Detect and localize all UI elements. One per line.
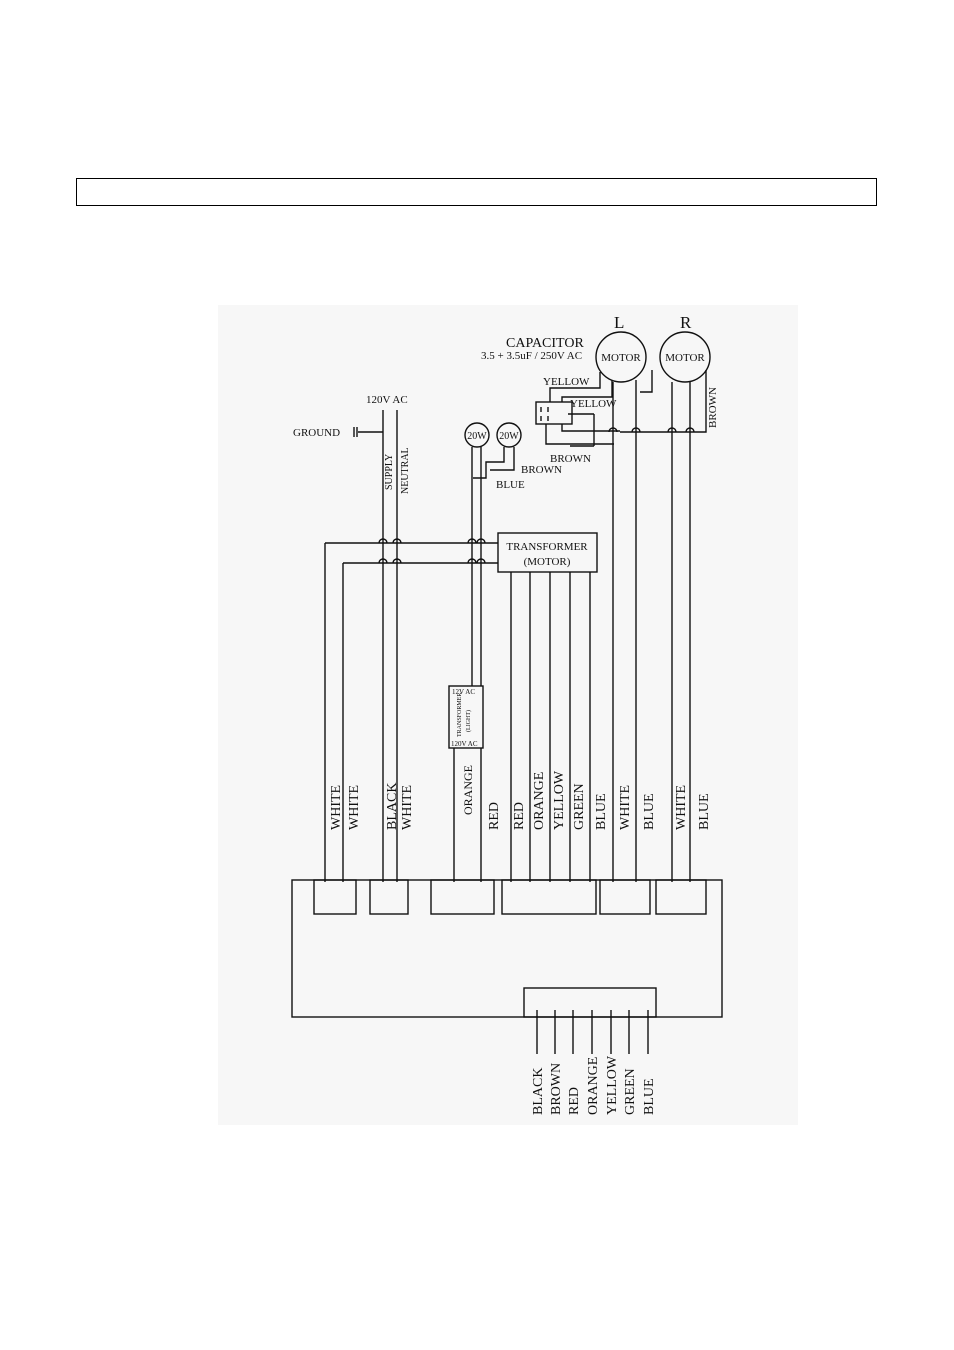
wiring-diagram-area bbox=[218, 305, 798, 1125]
wire-label: ORANGE bbox=[532, 772, 547, 830]
blue-label: BLUE bbox=[496, 479, 525, 491]
brown-label-2: BROWN bbox=[521, 464, 562, 476]
bottom-wire-label: ORANGE bbox=[586, 1057, 601, 1115]
lamp-right bbox=[496, 422, 522, 448]
light-transformer-top: 12V AC bbox=[452, 688, 475, 696]
supply-label: SUPPLY bbox=[384, 454, 395, 490]
wire-label: BLUE bbox=[642, 793, 657, 830]
transformer-motor-line2: (MOTOR) bbox=[524, 556, 571, 568]
wire-label: WHITE bbox=[674, 785, 689, 830]
connector-5 bbox=[599, 879, 651, 915]
brown-label-1: BROWN bbox=[550, 453, 591, 465]
lamp-left bbox=[464, 422, 490, 448]
yellow-label-1: YELLOW bbox=[543, 376, 590, 388]
light-transformer-mid2: (LIGHT) bbox=[465, 710, 472, 732]
motor-left-label: MOTOR bbox=[601, 352, 641, 364]
motor-left-circle bbox=[595, 331, 647, 383]
motor-right-circle bbox=[659, 331, 711, 383]
wire-label: RED bbox=[512, 802, 527, 830]
connector-3 bbox=[430, 879, 495, 915]
wire-label: GREEN bbox=[572, 783, 587, 830]
bottom-wire-label: BLACK bbox=[531, 1068, 546, 1115]
wire-label: YELLOW bbox=[552, 770, 567, 830]
transformer-motor-box bbox=[497, 532, 598, 573]
bottom-wire-label: GREEN bbox=[623, 1068, 638, 1115]
motor-right-label: MOTOR bbox=[665, 352, 705, 364]
motor-right-letter: R bbox=[680, 313, 692, 332]
motor-left-letter: L bbox=[614, 313, 624, 332]
bottom-wire-label: BLUE bbox=[642, 1078, 657, 1115]
transformer-motor-line1: TRANSFORMER bbox=[506, 541, 588, 553]
wire-label: WHITE bbox=[400, 785, 415, 830]
bottom-wire-label: YELLOW bbox=[605, 1055, 620, 1115]
transformer-light-box bbox=[448, 685, 484, 749]
header-title-box bbox=[76, 178, 877, 206]
capacitor-title: CAPACITOR bbox=[506, 336, 584, 351]
capacitor-rating: 3.5 + 3.5uF / 250V AC bbox=[481, 350, 582, 362]
wire-label: WHITE bbox=[329, 785, 344, 830]
connector-1 bbox=[313, 879, 357, 915]
wire-label: WHITE bbox=[618, 785, 633, 830]
lamp-left-label: 20W bbox=[467, 431, 487, 442]
light-transformer-bottom: 120V AC bbox=[451, 740, 478, 748]
connector-4 bbox=[501, 879, 597, 915]
light-transformer-mid1: TRANSFORMER bbox=[457, 693, 463, 737]
lamp-right-label: 20W bbox=[499, 431, 519, 442]
ground-label: GROUND bbox=[293, 427, 340, 439]
wire-label: RED bbox=[487, 802, 502, 830]
capacitor-body bbox=[535, 401, 573, 425]
wire-label: ORANGE bbox=[461, 765, 475, 815]
wire-label: BLACK bbox=[385, 783, 400, 830]
yellow-label-2: YELLOW bbox=[570, 398, 617, 410]
connector-6 bbox=[655, 879, 707, 915]
wire-label: WHITE bbox=[347, 785, 362, 830]
supply-voltage: 120V AC bbox=[366, 394, 408, 406]
wire-label: BLUE bbox=[697, 793, 712, 830]
bottom-wire-label: RED bbox=[567, 1087, 582, 1115]
wire-label: BLUE bbox=[594, 793, 609, 830]
bottom-wire-label: BROWN bbox=[549, 1063, 564, 1115]
neutral-label: NEUTRAL bbox=[400, 447, 411, 494]
connector-bottom bbox=[523, 987, 657, 1018]
connector-2 bbox=[369, 879, 409, 915]
brown-label-3: BROWN bbox=[707, 387, 719, 428]
